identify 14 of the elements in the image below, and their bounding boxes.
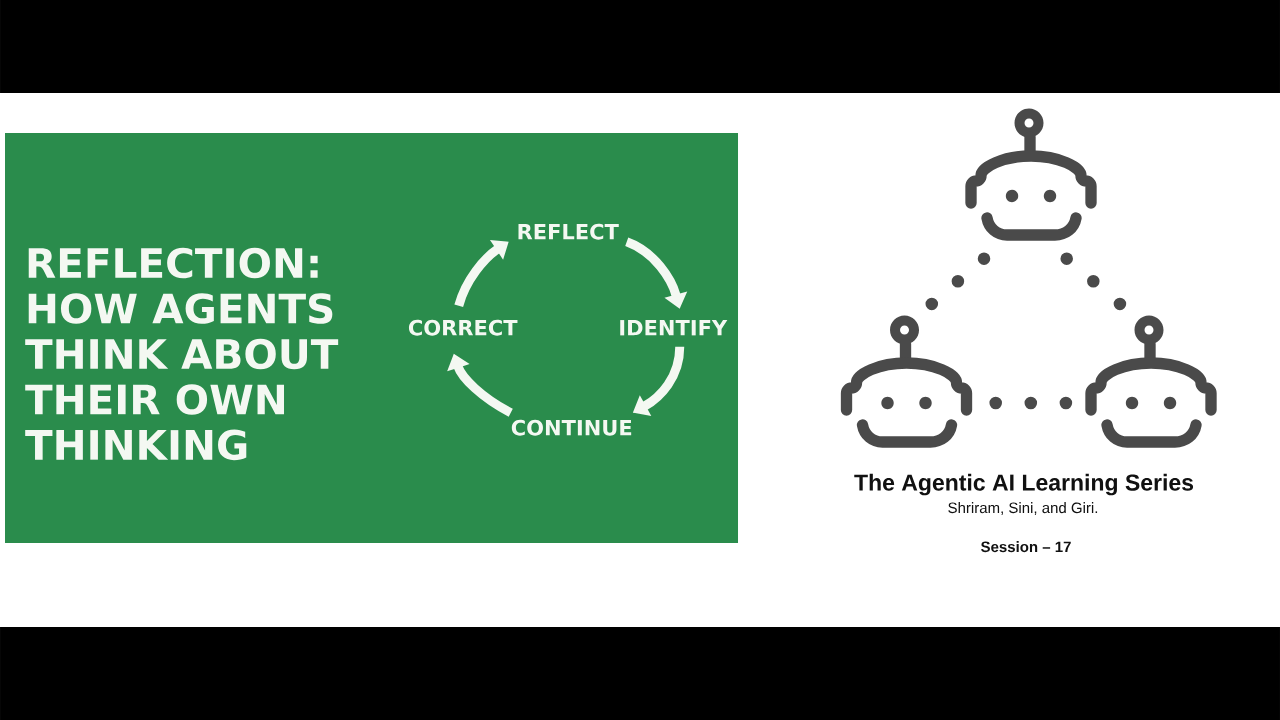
robot-icon: [1085, 315, 1217, 448]
author-names: Shriram, Sini, and Giri.: [948, 502, 1098, 515]
series-title: The Agentic AI Learning Series: [854, 473, 1194, 496]
step-label: IDENTIFY: [620, 320, 728, 336]
step-label: CORRECT: [408, 319, 518, 336]
dotted-line: [989, 396, 1073, 410]
robot-icon: [965, 108, 1097, 241]
step-label: CONTINUE: [511, 419, 632, 436]
dotted-line: [925, 252, 991, 311]
robot-icon: [840, 315, 973, 448]
dotted-line: [1060, 252, 1127, 311]
session-number: Session – 17: [981, 541, 1071, 553]
curved-arrow: [454, 240, 509, 308]
step-label: REFLECT: [518, 223, 619, 240]
